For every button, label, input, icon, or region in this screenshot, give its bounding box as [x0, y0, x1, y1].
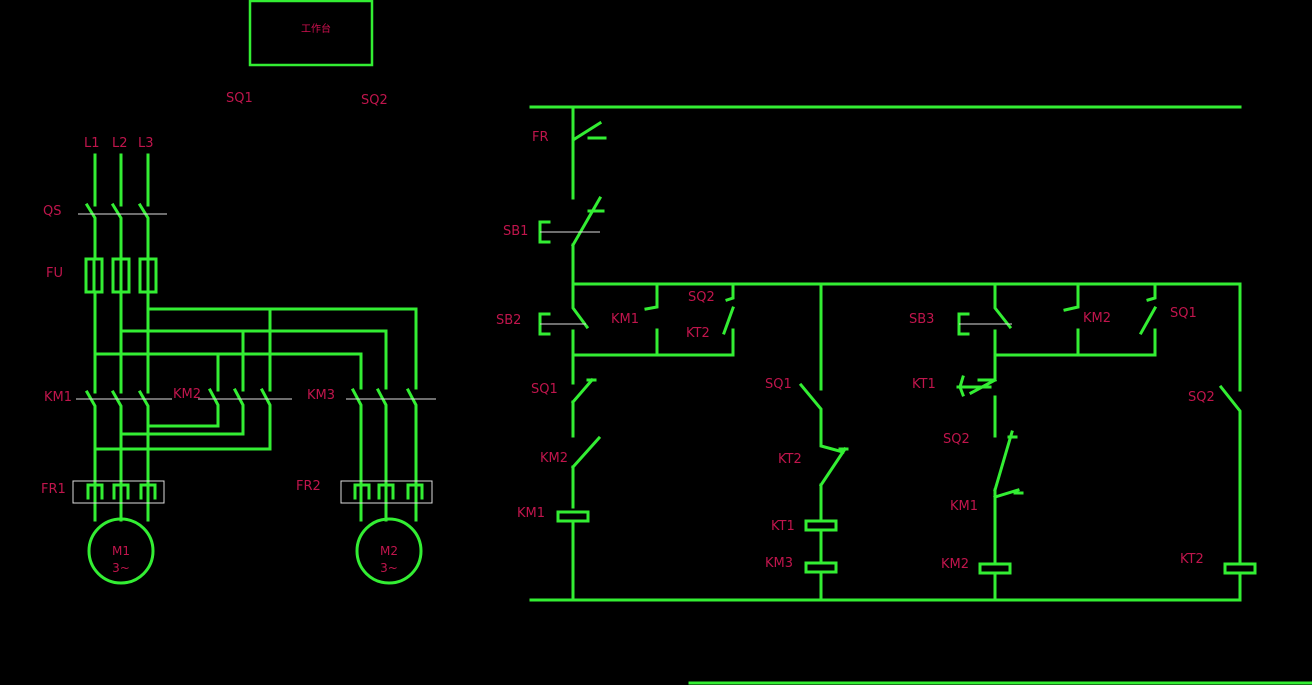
km2-interlock-label: KM2 — [540, 451, 568, 466]
km1-interlock-label: KM1 — [950, 499, 978, 514]
phase-label-l3: L3 — [138, 136, 154, 151]
sq2-b3-label: SQ2 — [943, 432, 970, 447]
km3-power-label: KM3 — [307, 388, 335, 403]
sb1-label: SB1 — [503, 224, 528, 239]
sq1-b2-label: SQ1 — [765, 377, 792, 392]
km2-power-label: KM2 — [173, 387, 201, 402]
km2-coil-label: KM2 — [941, 557, 969, 572]
motor-m1 — [87, 517, 155, 585]
limit-switch-left-label: SQ1 — [226, 91, 253, 106]
motor-m1-type: 3~ — [112, 561, 130, 575]
fr2-label: FR2 — [296, 479, 321, 494]
kt2-b2-label: KT2 — [778, 452, 802, 467]
kt2-b1-label: KT2 — [686, 326, 710, 341]
power-labels: L1 L2 L3 QS FU KM1 KM2 KM3 FR1 FR2 M1 3~… — [41, 136, 398, 575]
kt2-coil-label: KT2 — [1180, 552, 1204, 567]
fr1-box — [72, 480, 165, 504]
fr2-box — [340, 480, 433, 504]
motor-m1-name: M1 — [112, 544, 130, 558]
sq1-b3-label: SQ1 — [1170, 306, 1197, 321]
sb2-label: SB2 — [496, 313, 521, 328]
sq2-b4-label: SQ2 — [1188, 390, 1215, 405]
km3-coil-label: KM3 — [765, 556, 793, 571]
km1-power-label: KM1 — [44, 390, 72, 405]
kt1-b3-label: KT1 — [912, 377, 936, 392]
sq2-b1-label: SQ2 — [688, 290, 715, 305]
phase-label-l2: L2 — [112, 136, 128, 151]
workbench-label: 工作台 — [301, 22, 331, 35]
power-circuit — [72, 153, 436, 585]
sq1-b1-label: SQ1 — [531, 382, 558, 397]
fr-label: FR — [532, 130, 549, 145]
phase-label-l1: L1 — [84, 136, 100, 151]
workbench-box — [248, 0, 374, 67]
motor-m2-name: M2 — [380, 544, 398, 558]
km1-hold-label: KM1 — [611, 312, 639, 327]
control-circuit — [529, 105, 1257, 602]
motor-m2 — [355, 517, 423, 585]
sb3-label: SB3 — [909, 312, 934, 327]
km1-coil-label: KM1 — [517, 506, 545, 521]
limit-switch-right-label: SQ2 — [361, 93, 388, 108]
qs-label: QS — [43, 204, 61, 219]
fu-label: FU — [46, 266, 63, 281]
control-labels: FR SB1 SB2 KM1 SQ2 KT2 SQ1 KM2 KM1 SQ1 K… — [496, 130, 1215, 572]
kt1-coil-label: KT1 — [771, 519, 795, 534]
fr1-label: FR1 — [41, 482, 66, 497]
motor-m2-type: 3~ — [380, 561, 398, 575]
km2-hold-label: KM2 — [1083, 311, 1111, 326]
